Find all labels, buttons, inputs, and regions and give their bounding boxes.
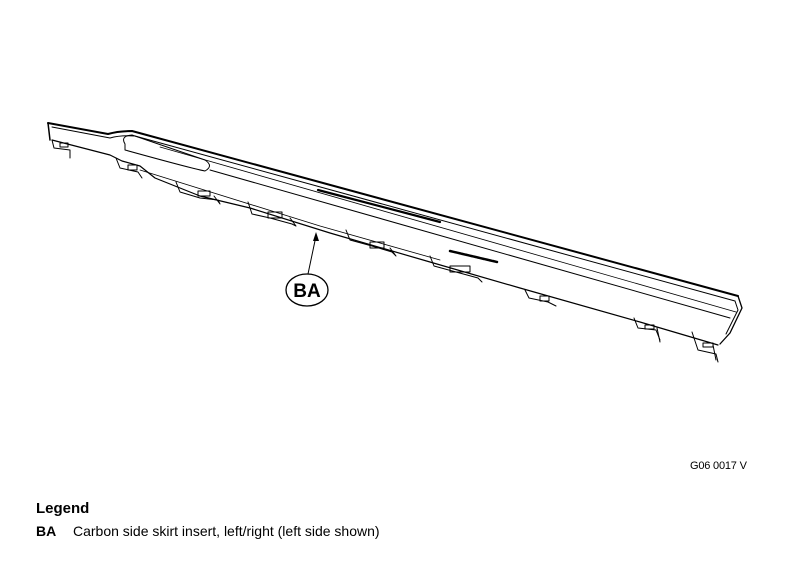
legend-title: Legend	[36, 500, 90, 517]
callout-ba	[285, 232, 329, 307]
legend-description: Carbon side skirt insert, left/right (le…	[73, 523, 380, 539]
callout-label: BA	[293, 281, 321, 302]
callout-bubble	[285, 273, 329, 307]
legend-item: BA Carbon side skirt insert, left/right …	[36, 523, 380, 539]
arrowhead-icon	[313, 232, 319, 241]
callout-leader-line	[307, 235, 317, 275]
legend-key: BA	[36, 523, 57, 539]
side-skirt-part	[47, 122, 743, 363]
figure-reference: G06 0017 V	[690, 460, 747, 472]
